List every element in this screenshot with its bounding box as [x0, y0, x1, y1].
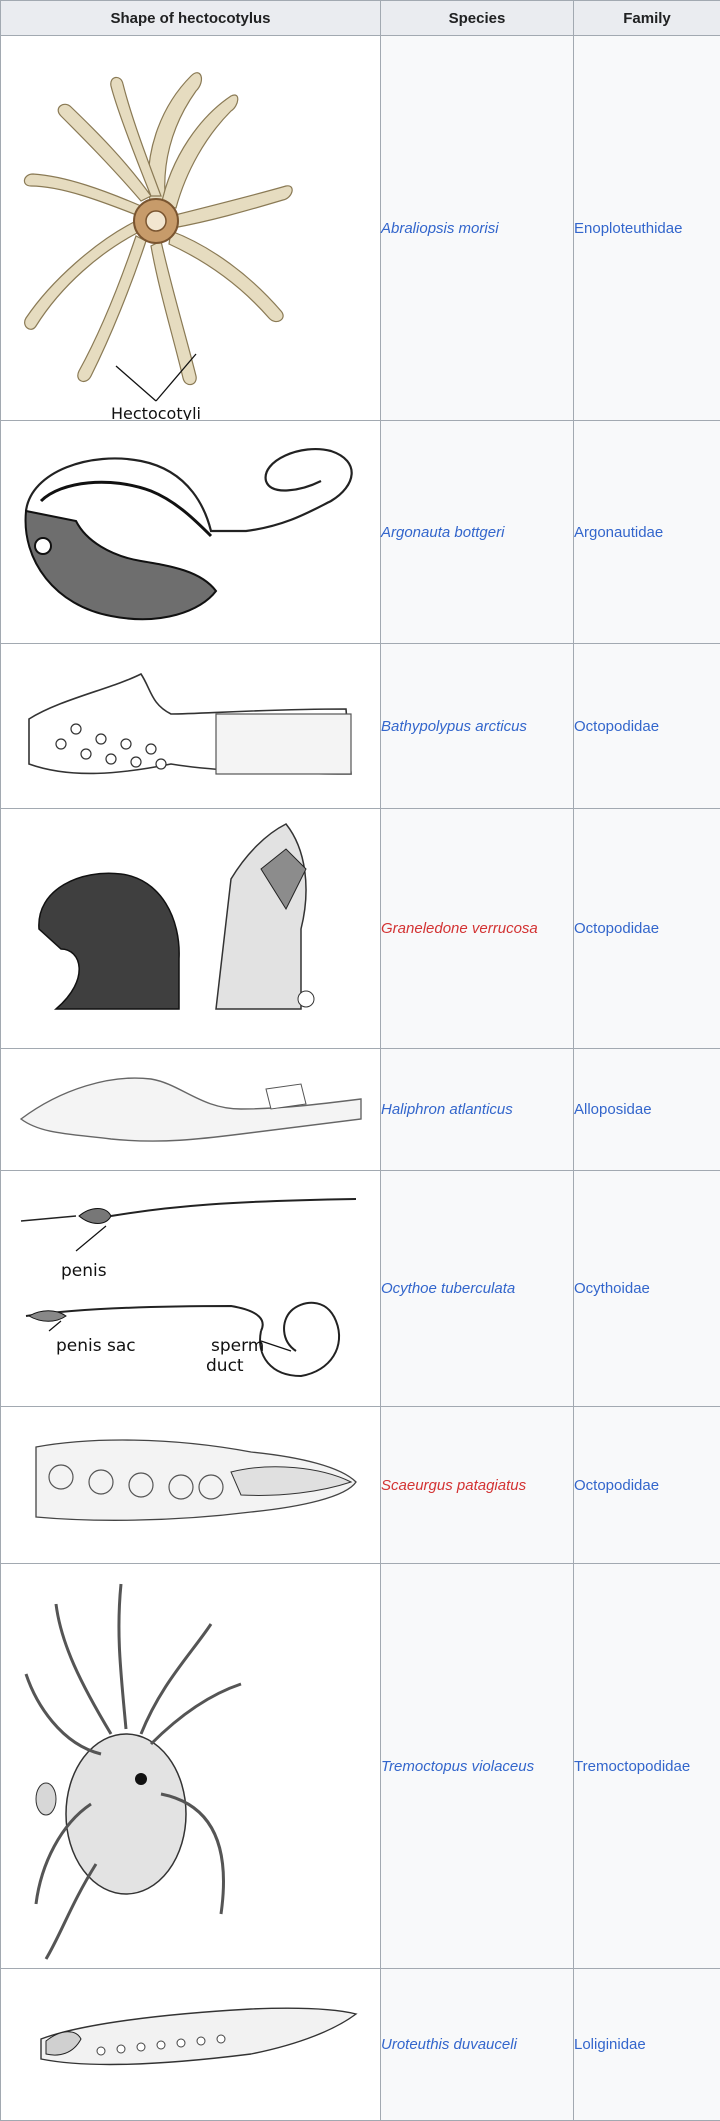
family-link[interactable]: Loliginidae	[574, 2036, 646, 2053]
tremoctopus-hectocotylus-illustration	[1, 1564, 379, 1968]
penis-label: penis	[61, 1261, 107, 1281]
duct-label: duct	[206, 1356, 244, 1376]
table-row: Tremoctopus violaceus Tremoctopodidae	[1, 1564, 720, 1969]
table-row: Hectocotyli Abraliopsis morisi Enoploteu…	[1, 36, 720, 421]
table-row: Scaeurgus patagiatus Octopodidae	[1, 1407, 720, 1564]
hectocotylus-image-cell	[1, 1564, 381, 1969]
species-link[interactable]: Uroteuthis duvauceli	[381, 2036, 517, 2053]
family-link[interactable]: Tremoctopodidae	[574, 1758, 690, 1775]
family-link[interactable]: Octopodidae	[574, 718, 659, 735]
haliphron-hectocotylus-illustration	[1, 1049, 379, 1170]
hectocotylus-image-cell: penis penis sac sperm duct	[1, 1171, 381, 1407]
species-link[interactable]: Argonauta bottgeri	[381, 524, 504, 541]
family-link[interactable]: Argonautidae	[574, 524, 663, 541]
table-row: Haliphron atlanticus Alloposidae	[1, 1049, 720, 1171]
table-row: Bathypolypus arcticus Octopodidae	[1, 644, 720, 809]
species-link[interactable]: Haliphron atlanticus	[381, 1101, 513, 1118]
header-species[interactable]: Species	[381, 1, 574, 36]
family-link[interactable]: Octopodidae	[574, 1477, 659, 1494]
family-link[interactable]: Alloposidae	[574, 1101, 652, 1118]
table-row: penis penis sac sperm duct Ocythoe tuber…	[1, 1171, 720, 1407]
species-link[interactable]: Graneledone verrucosa	[381, 920, 538, 937]
family-link[interactable]: Ocythoidae	[574, 1280, 650, 1297]
penis-sac-label: penis sac	[56, 1336, 136, 1356]
table-row: Uroteuthis duvauceli Loliginidae	[1, 1969, 720, 2121]
table-row: Argonauta bottgeri Argonautidae	[1, 421, 720, 644]
species-link[interactable]: Ocythoe tuberculata	[381, 1280, 515, 1297]
hectocotylus-image-cell	[1, 644, 381, 809]
hectocotyli-label: Hectocotyli	[111, 404, 201, 420]
species-link[interactable]: Bathypolypus arcticus	[381, 718, 527, 735]
uroteuthis-hectocotylus-illustration	[1, 1969, 379, 2120]
header-row: Shape of hectocotylus Species Family	[1, 1, 720, 36]
scaeurgus-hectocotylus-illustration	[1, 1407, 379, 1563]
species-link[interactable]: Scaeurgus patagiatus	[381, 1477, 526, 1494]
argonauta-hectocotylus-illustration	[1, 421, 379, 643]
bathypolypus-hectocotylus-illustration	[1, 644, 379, 808]
graneledone-hectocotylus-illustration	[1, 809, 379, 1048]
species-link[interactable]: Tremoctopus violaceus	[381, 1758, 534, 1775]
family-link[interactable]: Enoploteuthidae	[574, 220, 682, 237]
family-link[interactable]: Octopodidae	[574, 920, 659, 937]
hectocotylus-image-cell	[1, 1049, 381, 1171]
sperm-label: sperm	[211, 1336, 264, 1356]
hectocotylus-image-cell	[1, 1969, 381, 2121]
ocythoe-hectocotylus-illustration: penis penis sac sperm duct	[1, 1171, 379, 1406]
squid-oral-view-illustration: Hectocotyli	[1, 36, 379, 420]
hectocotylus-image-cell	[1, 809, 381, 1049]
hectocotylus-image-cell	[1, 1407, 381, 1564]
table-row: Graneledone verrucosa Octopodidae	[1, 809, 720, 1049]
hectocotylus-image-cell	[1, 421, 381, 644]
header-family[interactable]: Family	[574, 1, 720, 36]
species-link[interactable]: Abraliopsis morisi	[381, 220, 499, 237]
header-shape[interactable]: Shape of hectocotylus	[1, 1, 381, 36]
hectocotylus-image-cell: Hectocotyli	[1, 36, 381, 421]
